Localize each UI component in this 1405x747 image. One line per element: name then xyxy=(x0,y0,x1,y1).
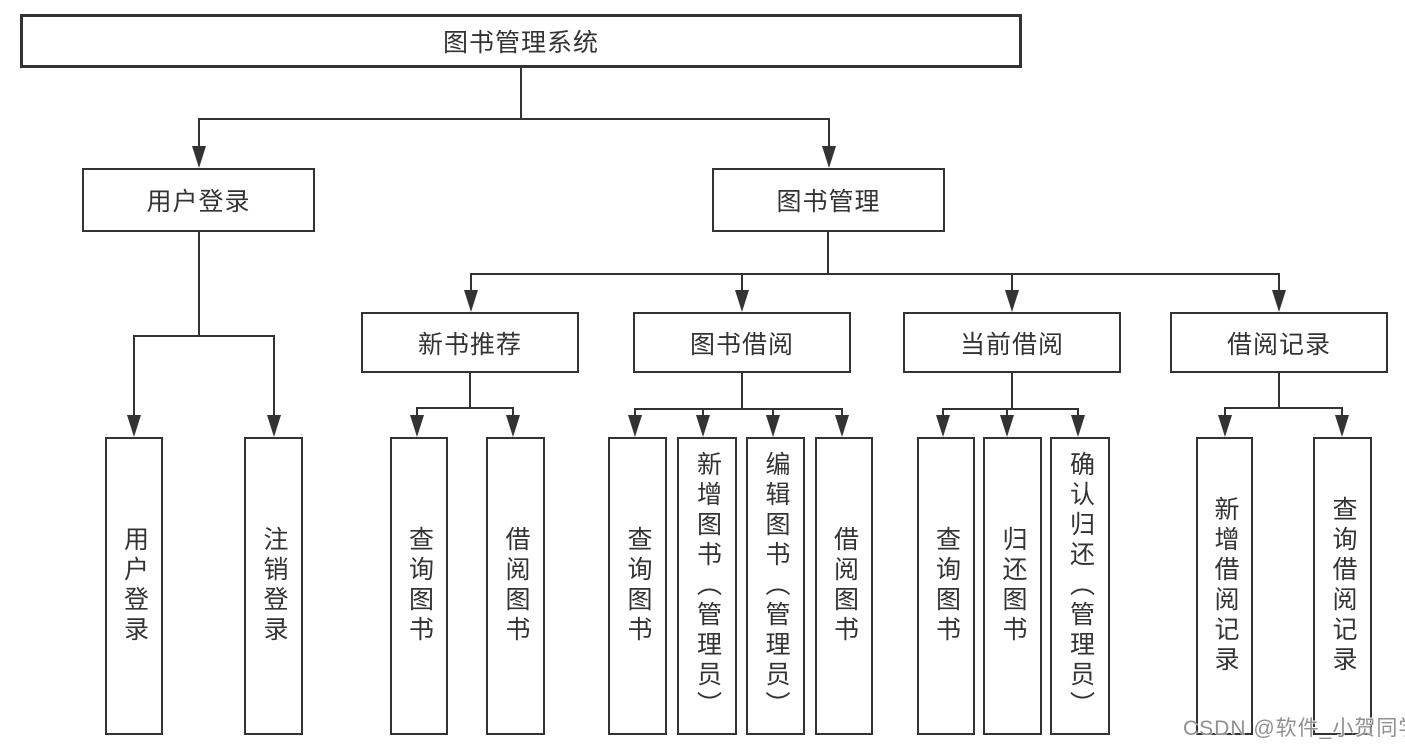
arrow-down-icon xyxy=(1272,290,1286,312)
connector-line xyxy=(198,118,200,148)
leaf-borrow-books: 借阅图书 xyxy=(815,437,873,735)
leaf-add-books-admin-label: 新增图书（管理员） xyxy=(693,451,722,721)
connector-line xyxy=(772,408,774,417)
connector-line xyxy=(273,335,275,417)
connector-line xyxy=(702,408,704,417)
connector-line xyxy=(133,335,275,337)
connector-line xyxy=(1278,373,1280,407)
leaf-borrow-books-recommendation-label: 借阅图书 xyxy=(502,526,530,646)
leaf-user-login-label: 用户登录 xyxy=(120,526,149,646)
connector-line xyxy=(1077,408,1079,417)
arrow-down-icon xyxy=(192,146,206,168)
leaf-query-borrow-record: 查询借阅记录 xyxy=(1313,437,1372,735)
connector-line xyxy=(198,232,200,335)
node-library-management-system: 图书管理系统 xyxy=(20,14,1022,68)
arrow-down-icon xyxy=(127,415,141,437)
connector-line xyxy=(512,407,514,417)
connector-line xyxy=(827,232,829,273)
connector-line xyxy=(741,373,743,408)
arrow-down-icon xyxy=(936,415,950,437)
leaf-edit-books-admin-label: 编辑图书（管理员） xyxy=(762,451,790,721)
arrow-down-icon xyxy=(1335,415,1349,437)
connector-line xyxy=(470,273,1280,275)
node-user-login: 用户登录 xyxy=(82,168,315,232)
connector-line xyxy=(1341,407,1343,417)
leaf-logout-label: 注销登录 xyxy=(260,526,288,646)
leaf-query-books-current-label: 查询图书 xyxy=(932,526,961,646)
leaf-confirm-return-admin-label: 确认归还（管理员） xyxy=(1066,451,1095,721)
node-borrowing-records: 借阅记录 xyxy=(1170,312,1388,373)
leaf-add-borrow-record-label: 新增借阅记录 xyxy=(1211,496,1239,676)
connector-line xyxy=(133,335,135,417)
connector-line xyxy=(198,118,830,120)
leaf-confirm-return-admin: 确认归还（管理员） xyxy=(1050,437,1110,735)
connector-line xyxy=(1006,408,1008,417)
connector-line xyxy=(828,118,830,148)
leaf-add-borrow-record: 新增借阅记录 xyxy=(1196,437,1253,735)
arrow-down-icon xyxy=(735,290,749,312)
arrow-down-icon xyxy=(696,415,710,437)
connector-line xyxy=(634,408,843,410)
leaf-query-books-current: 查询图书 xyxy=(917,437,975,735)
connector-line xyxy=(416,407,514,409)
connector-line xyxy=(1011,273,1013,291)
arrow-down-icon xyxy=(1218,415,1232,437)
connector-line xyxy=(1278,273,1280,291)
connector-line xyxy=(634,408,636,417)
arrow-down-icon xyxy=(464,290,478,312)
arrow-down-icon xyxy=(1000,415,1014,437)
arrow-down-icon xyxy=(835,415,849,437)
connector-line xyxy=(520,68,522,118)
leaf-borrow-books-label: 借阅图书 xyxy=(830,526,859,646)
arrow-down-icon xyxy=(1005,290,1019,312)
connector-line xyxy=(841,408,843,417)
arrow-down-icon xyxy=(410,415,424,437)
connector-line xyxy=(416,407,418,417)
leaf-query-borrow-record-label: 查询借阅记录 xyxy=(1329,496,1357,676)
leaf-add-books-admin: 新增图书（管理员） xyxy=(677,437,737,735)
node-new-book-recommendation: 新书推荐 xyxy=(361,312,579,373)
connector-line xyxy=(470,273,472,291)
arrow-down-icon xyxy=(628,415,642,437)
connector-line xyxy=(1011,373,1013,408)
leaf-query-books-recommendation-label: 查询图书 xyxy=(405,526,434,646)
watermark: CSDN @软件_小贺同学 xyxy=(1183,717,1405,740)
connector-line xyxy=(942,408,1079,410)
leaf-borrow-books-recommendation: 借阅图书 xyxy=(486,437,545,735)
arrow-down-icon xyxy=(267,415,281,437)
connector-line xyxy=(1224,407,1343,409)
arrow-down-icon xyxy=(1071,415,1085,437)
leaf-edit-books-admin: 编辑图书（管理员） xyxy=(746,437,805,735)
arrow-down-icon xyxy=(506,415,520,437)
node-book-management: 图书管理 xyxy=(712,168,945,232)
arrow-down-icon xyxy=(822,146,836,168)
leaf-query-books-recommendation: 查询图书 xyxy=(390,437,448,735)
arrow-down-icon xyxy=(766,415,780,437)
leaf-return-books-label: 归还图书 xyxy=(999,526,1027,646)
connector-line xyxy=(741,273,743,291)
leaf-logout: 注销登录 xyxy=(244,437,303,735)
leaf-query-books-borrowing: 查询图书 xyxy=(608,437,667,735)
leaf-query-books-borrowing-label: 查询图书 xyxy=(624,526,652,646)
connector-line xyxy=(1224,407,1226,417)
leaf-user-login: 用户登录 xyxy=(105,437,163,735)
connector-line xyxy=(469,373,471,407)
leaf-return-books: 归还图书 xyxy=(983,437,1042,735)
connector-line xyxy=(942,408,944,417)
node-book-borrowing: 图书借阅 xyxy=(633,312,851,373)
node-current-borrowing: 当前借阅 xyxy=(903,312,1121,373)
